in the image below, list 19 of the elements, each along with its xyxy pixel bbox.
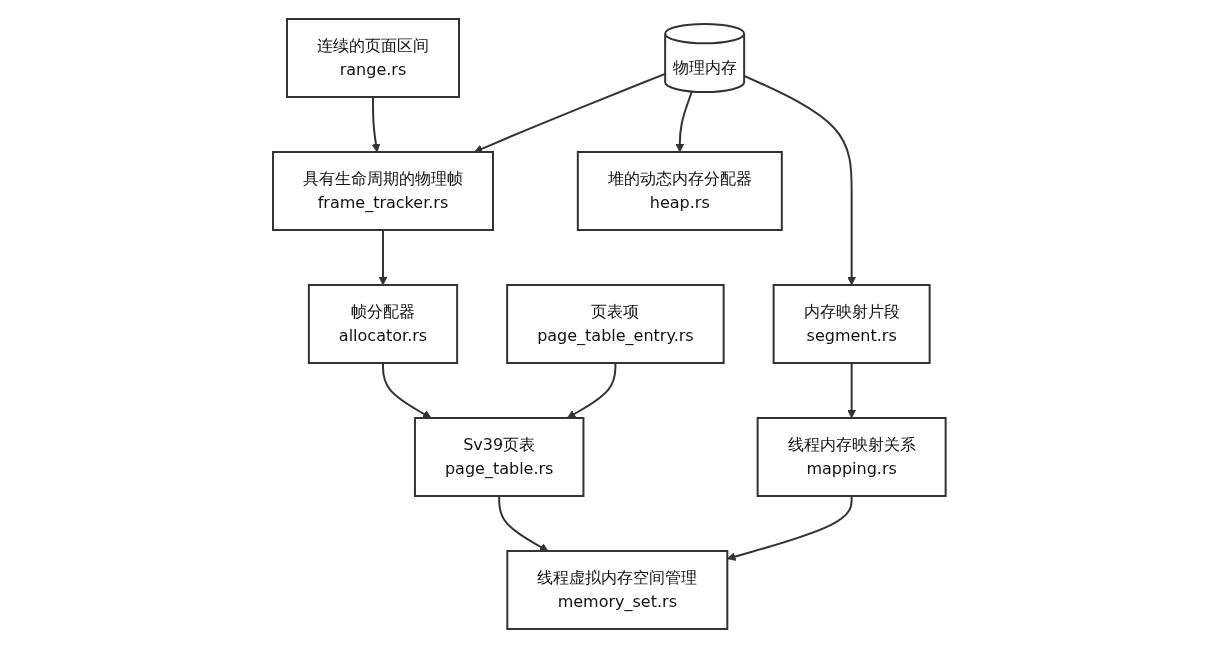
node-box: Sv39页表 page_table.rs [413,417,585,497]
arrow [726,495,853,561]
arrow [566,362,617,419]
arrow [473,72,666,153]
arrow [675,90,693,153]
node-box: 内存映射片段 segment.rs [772,284,931,364]
node-box: 帧分配器 allocator.rs [307,284,458,364]
node-box: 线程虚拟内存空间管理 memory_set.rs [506,550,728,630]
node-box: 线程内存映射关系 mapping.rs [756,417,947,497]
node-box: 页表项 page_table_entry.rs [505,284,725,364]
arrow [742,74,856,286]
node-box: 堆的动态内存分配器 heap.rs [576,151,783,231]
arrow [497,495,549,552]
arrow [378,229,388,286]
arrow [846,362,856,419]
node-box: 连续的页面区间 range.rs [285,18,460,98]
arrow [371,96,380,153]
node-box: 具有生命周期的物理帧 frame_tracker.rs [271,151,494,231]
arrow [381,362,432,419]
